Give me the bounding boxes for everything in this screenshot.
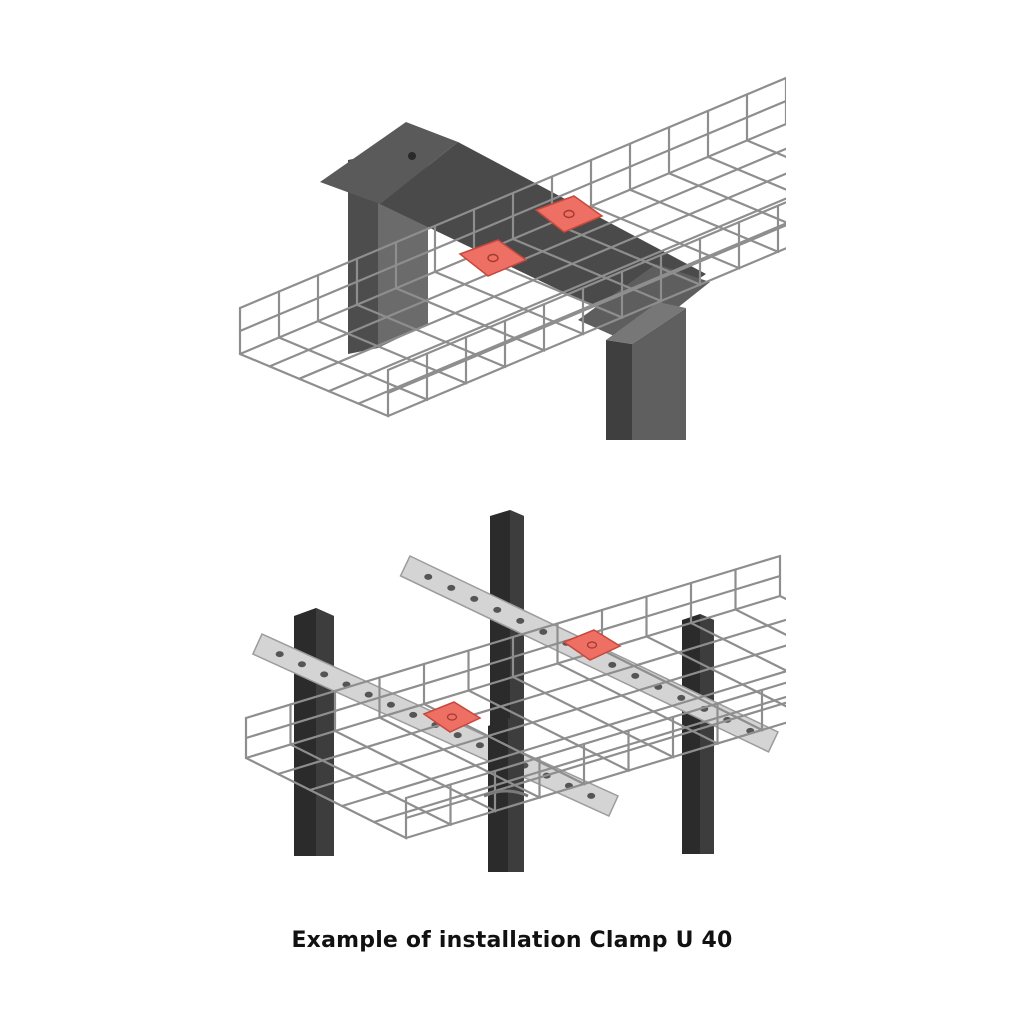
strut-hole <box>424 573 433 580</box>
cross-wire <box>745 93 786 158</box>
cross-wire <box>645 595 786 708</box>
right-cap-plate <box>578 264 710 344</box>
cross-wire <box>433 224 585 336</box>
strut-hole <box>493 606 502 613</box>
strut-hole <box>297 661 306 668</box>
tray-on-beam-icon <box>238 76 786 440</box>
cross-wire <box>706 109 786 191</box>
bolt-hole-top <box>408 152 416 160</box>
strut-hole <box>608 661 617 668</box>
cross-wire <box>550 175 702 287</box>
strut-hole <box>275 651 284 658</box>
cross-wire <box>667 126 786 224</box>
clamp-u40-back <box>562 629 622 661</box>
strut-hole <box>364 691 373 698</box>
wire-mesh-tray <box>238 76 786 418</box>
strut-hole <box>539 628 548 635</box>
top-cap-plate <box>320 122 458 204</box>
cross-wire <box>778 554 786 601</box>
right-steel-column-side <box>632 308 686 440</box>
clamp-u40-front <box>422 701 482 733</box>
cross-wire <box>277 290 429 402</box>
strut-hole <box>447 584 456 591</box>
cross-wire <box>355 257 507 369</box>
cross-wire <box>467 649 630 773</box>
cross-wire <box>394 241 546 352</box>
wire-mesh-tray <box>244 554 786 840</box>
cross-wire <box>422 662 586 786</box>
right-steel-column-front <box>606 340 632 440</box>
cross-wire <box>556 622 719 746</box>
cross-wire <box>734 568 786 636</box>
cross-wire <box>378 676 541 800</box>
clamp-strap <box>483 789 529 798</box>
cross-wire <box>689 581 786 672</box>
strut-hole <box>677 694 686 701</box>
horizontal-steel-beam <box>380 142 706 324</box>
strut-hole <box>320 671 329 678</box>
left-steel-column <box>348 154 378 354</box>
clamp-u40-right <box>534 195 604 233</box>
strut-hole <box>453 732 462 739</box>
strut-hole <box>409 711 418 718</box>
cross-wire <box>289 703 452 827</box>
clamp-u40-left <box>458 239 528 277</box>
cross-wire <box>511 635 675 759</box>
bottom-installation-illustration <box>238 496 786 874</box>
cross-wire <box>244 716 408 840</box>
strut-hole <box>386 701 395 708</box>
figure-caption: Example of installation Clamp U 40 <box>291 928 733 953</box>
cross-wire <box>628 142 780 254</box>
cross-wire <box>472 208 624 320</box>
strut-hole <box>475 742 484 749</box>
cross-wire <box>238 306 390 418</box>
tray-on-strut-icon <box>244 510 786 872</box>
strut-hole <box>631 672 640 679</box>
strut-hole <box>470 595 479 602</box>
top-installation-illustration <box>238 62 786 444</box>
right-column-top <box>606 302 686 344</box>
cross-wire <box>589 159 741 270</box>
cross-wire <box>511 191 663 303</box>
cross-wire <box>316 274 468 385</box>
cross-wire <box>600 608 764 732</box>
strut-hole <box>587 792 596 799</box>
strut-hole <box>516 617 525 624</box>
